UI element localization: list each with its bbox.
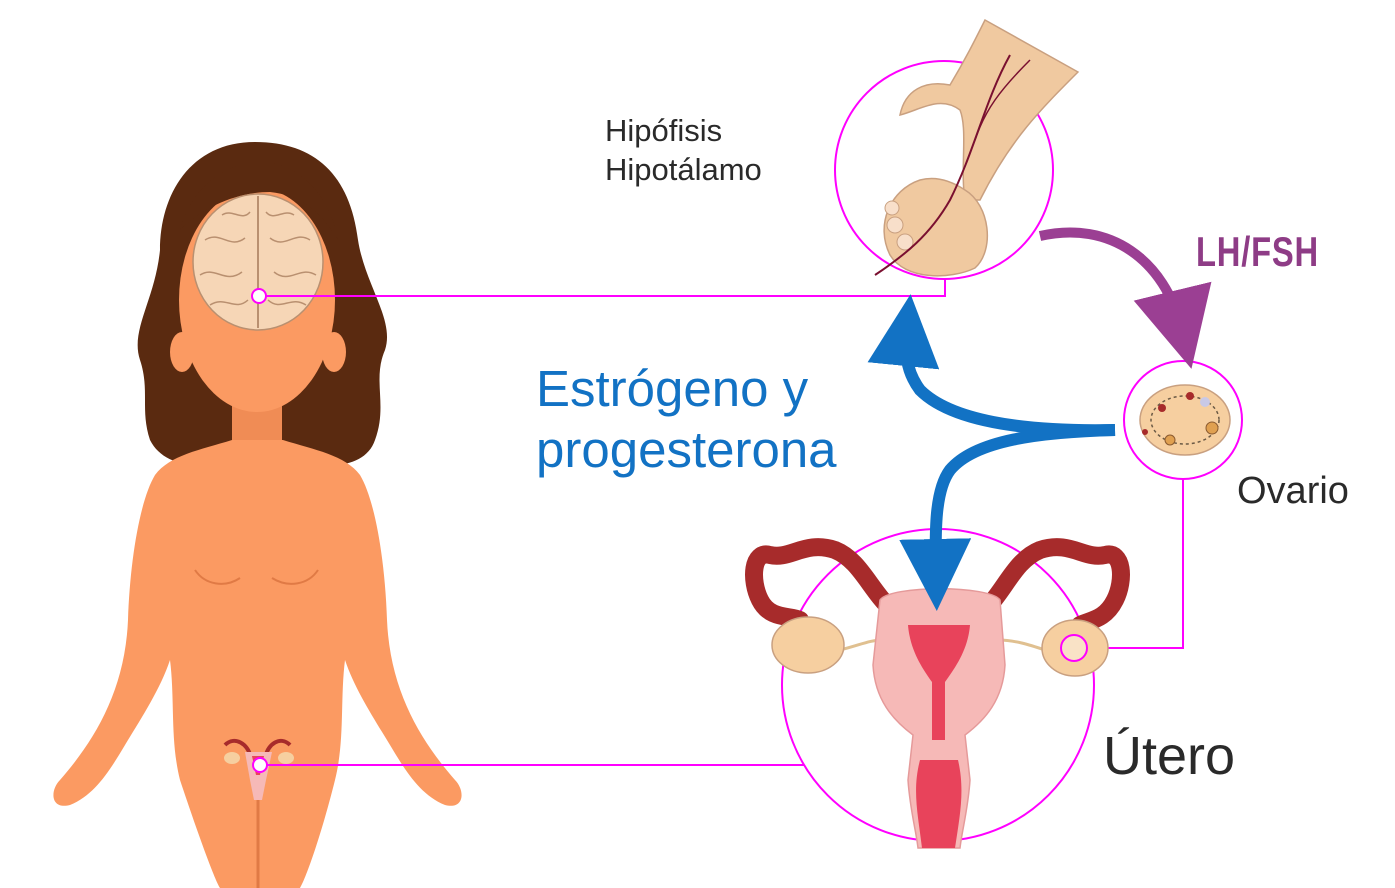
chest-line (194, 569, 241, 585)
left-ovary (771, 616, 845, 674)
pituitary-illustration (834, 18, 1080, 280)
estrogen-arrow-to-pituitary (867, 294, 1116, 437)
brain (192, 193, 324, 331)
estrogen-label-line2: progesterona (536, 421, 837, 479)
right-fallopian-tube (976, 538, 1130, 634)
estrogen-label-line1: Estrógeno y (536, 360, 809, 417)
hair-fringe (180, 161, 338, 240)
pituitary-label-line1: Hipófisis (605, 113, 723, 148)
ovary-to-ovary-line (1088, 480, 1184, 649)
lh-fsh-arrow (1038, 227, 1212, 369)
estrogen-label: Estrógeno y progesterona (536, 358, 837, 480)
lh-fsh-label: LH/FSH (1196, 228, 1319, 275)
left-fallopian-tube (745, 538, 901, 629)
ovary-illustration (1123, 360, 1243, 480)
pituitary-label-line2: Hipotálamo (605, 151, 762, 187)
nerve-fiber (874, 54, 1011, 276)
uterus-label: Útero (1103, 726, 1236, 786)
estrogen-arrow-to-uterus (899, 424, 1116, 611)
woman-figure (53, 142, 462, 888)
torso (53, 440, 462, 888)
right-ovary (1041, 619, 1109, 677)
pituitary-label: Hipófisis Hipotálamo (605, 112, 762, 190)
uterus-illustration (745, 528, 1130, 849)
right-ovary-marker (1060, 634, 1088, 662)
left-ear (170, 332, 194, 372)
right-ear (322, 332, 346, 372)
brain-marker (251, 288, 267, 304)
ovary-label: Ovario (1237, 470, 1349, 512)
pituitary-gland (883, 177, 988, 277)
chest-line (271, 569, 319, 585)
nerve-fiber (974, 59, 1031, 141)
body-uterus-marker (252, 757, 268, 773)
cervix (916, 760, 962, 848)
uterus-cavity (908, 625, 970, 740)
